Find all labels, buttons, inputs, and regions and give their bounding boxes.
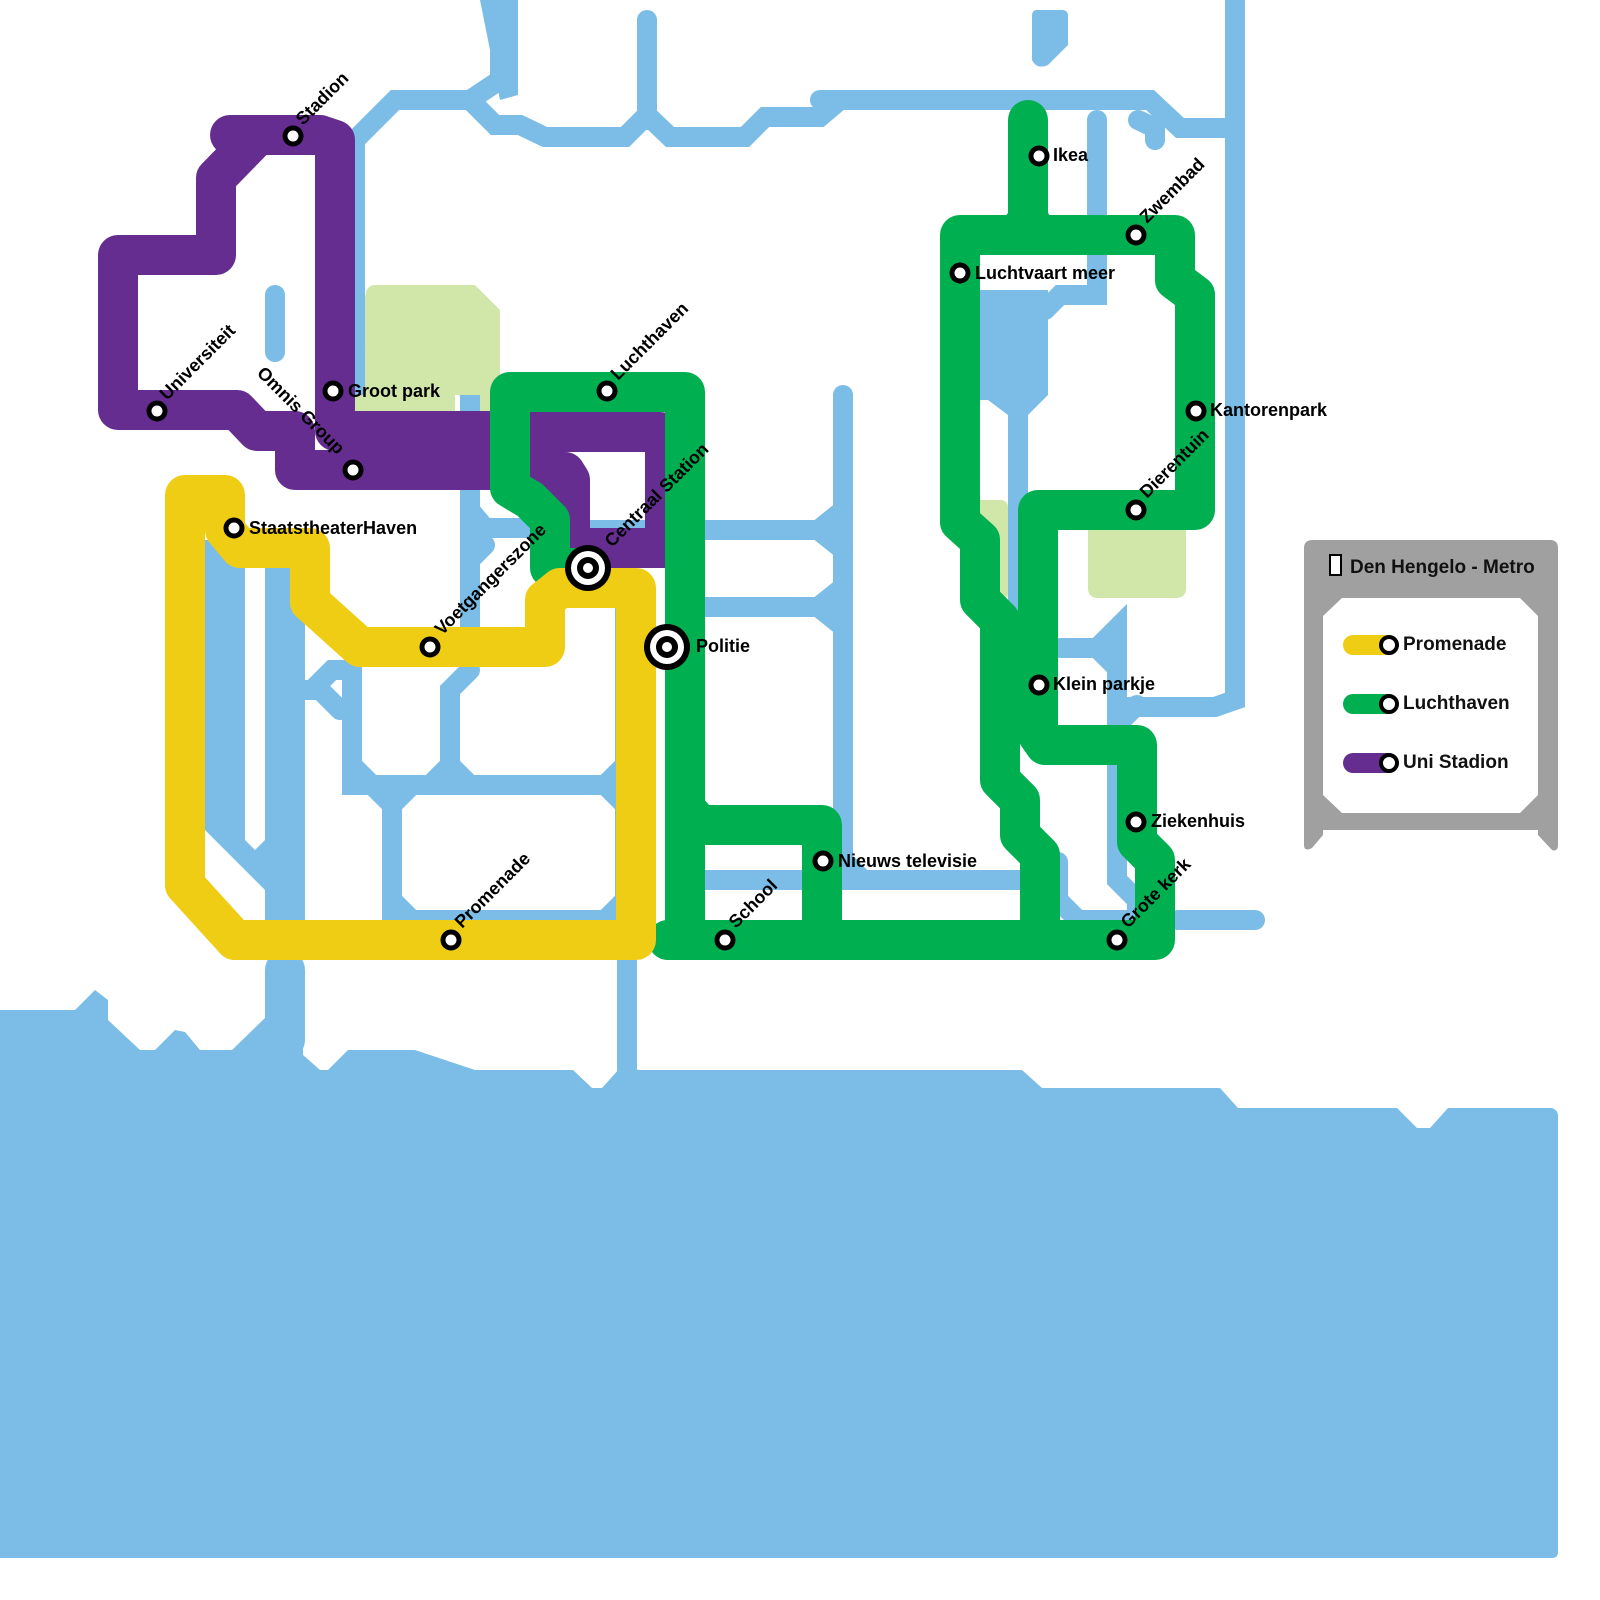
line-luchthaven[interactable] xyxy=(665,788,842,960)
line-promenade[interactable] xyxy=(165,475,656,960)
canal xyxy=(1087,638,1127,678)
legend-item-promenade[interactable]: Promenade xyxy=(1343,634,1506,656)
canal xyxy=(833,850,873,890)
park-dierentuin xyxy=(1088,520,1186,598)
legend-swatch-promenade xyxy=(1343,635,1399,655)
label-kantorenpark: Kantorenpark xyxy=(1210,400,1328,420)
station-kantorenpark[interactable] xyxy=(1185,400,1207,422)
label-politie: Politie xyxy=(696,636,750,656)
canal xyxy=(382,890,422,930)
station-promenade[interactable] xyxy=(440,929,462,951)
stations xyxy=(146,125,1207,951)
station-universiteit[interactable] xyxy=(146,400,168,422)
station-ziekenhuis[interactable] xyxy=(1125,811,1147,833)
park-groot-park xyxy=(355,285,500,420)
canal xyxy=(310,680,350,720)
line-luchthaven[interactable] xyxy=(490,372,705,960)
label-groot-park: Groot park xyxy=(348,381,441,401)
canal xyxy=(1128,110,1165,150)
park-layer xyxy=(355,285,1186,598)
canal xyxy=(808,520,853,560)
label-ikea: Ikea xyxy=(1053,145,1089,165)
legend-item-luchthaven[interactable]: Luchthaven xyxy=(1343,693,1510,715)
legend-item-uni-stadion[interactable]: Uni Stadion xyxy=(1343,752,1509,774)
canal xyxy=(440,660,480,795)
line-luchthaven-junction xyxy=(985,210,1070,245)
canal xyxy=(420,755,460,795)
legend: Den Hengelo - Metro Promenade Luchthaven… xyxy=(1303,540,1559,852)
station-klein-parkje[interactable] xyxy=(1028,674,1050,696)
line-uni-stadion[interactable] xyxy=(510,412,685,568)
legend-label: Uni Stadion xyxy=(1403,752,1509,773)
metro-lines xyxy=(98,100,1215,960)
canal xyxy=(185,540,305,930)
station-school[interactable] xyxy=(714,929,736,951)
station-voetgangerszone[interactable] xyxy=(419,636,441,658)
pond xyxy=(1032,10,1068,67)
station-marker-icon xyxy=(1379,753,1399,773)
canal xyxy=(808,597,853,637)
canal xyxy=(1115,0,1245,717)
station-grote-kerk[interactable] xyxy=(1106,929,1128,951)
station-luchtvaart-meer[interactable] xyxy=(949,262,971,284)
canal xyxy=(460,90,910,147)
station-stadion[interactable] xyxy=(282,125,304,147)
station-marker-icon xyxy=(1379,694,1399,714)
label-ziekenhuis: Ziekenhuis xyxy=(1151,811,1245,831)
station-groot-park[interactable] xyxy=(322,380,344,402)
label-klein-parkje: Klein parkje xyxy=(1053,674,1155,694)
line-luchthaven[interactable] xyxy=(648,215,1215,960)
label-luchtvaart-meer: Luchtvaart meer xyxy=(975,263,1115,283)
canal xyxy=(460,500,540,538)
canal xyxy=(480,0,518,100)
station-staatstheaterhaven[interactable] xyxy=(223,517,245,539)
canal xyxy=(382,775,422,815)
lake xyxy=(975,290,1048,660)
label-nieuws-televisie: Nieuws televisie xyxy=(838,851,977,871)
canal xyxy=(1107,695,1147,735)
legend-label: Luchthaven xyxy=(1403,693,1510,714)
map-icon xyxy=(1329,554,1342,576)
label-staatstheaterhaven: StaatstheaterHaven xyxy=(249,518,417,538)
station-politie[interactable] xyxy=(644,624,690,670)
sea xyxy=(0,990,1558,1558)
label-luchthaven: Luchthaven xyxy=(607,298,693,384)
station-ikea[interactable] xyxy=(1028,145,1050,167)
canal xyxy=(810,90,1235,138)
station-omnis-group[interactable] xyxy=(342,459,364,481)
legend-label: Promenade xyxy=(1403,634,1507,655)
canal xyxy=(1035,245,1107,320)
station-nieuws-televisie[interactable] xyxy=(812,850,834,872)
legend-title: Den Hengelo - Metro xyxy=(1350,557,1535,578)
station-luchthaven[interactable] xyxy=(596,380,618,402)
legend-swatch-luchthaven xyxy=(1343,694,1399,714)
station-dierentuin[interactable] xyxy=(1125,499,1147,521)
station-marker-icon xyxy=(1379,635,1399,655)
canal xyxy=(342,755,635,795)
canal xyxy=(460,535,495,570)
station-centraal-station[interactable] xyxy=(565,545,611,591)
station-zwembad[interactable] xyxy=(1125,224,1147,246)
legend-title-row: Den Hengelo - Metro xyxy=(1329,554,1535,579)
water-layer xyxy=(0,0,1558,1558)
legend-swatch-uni-stadion xyxy=(1343,753,1399,773)
